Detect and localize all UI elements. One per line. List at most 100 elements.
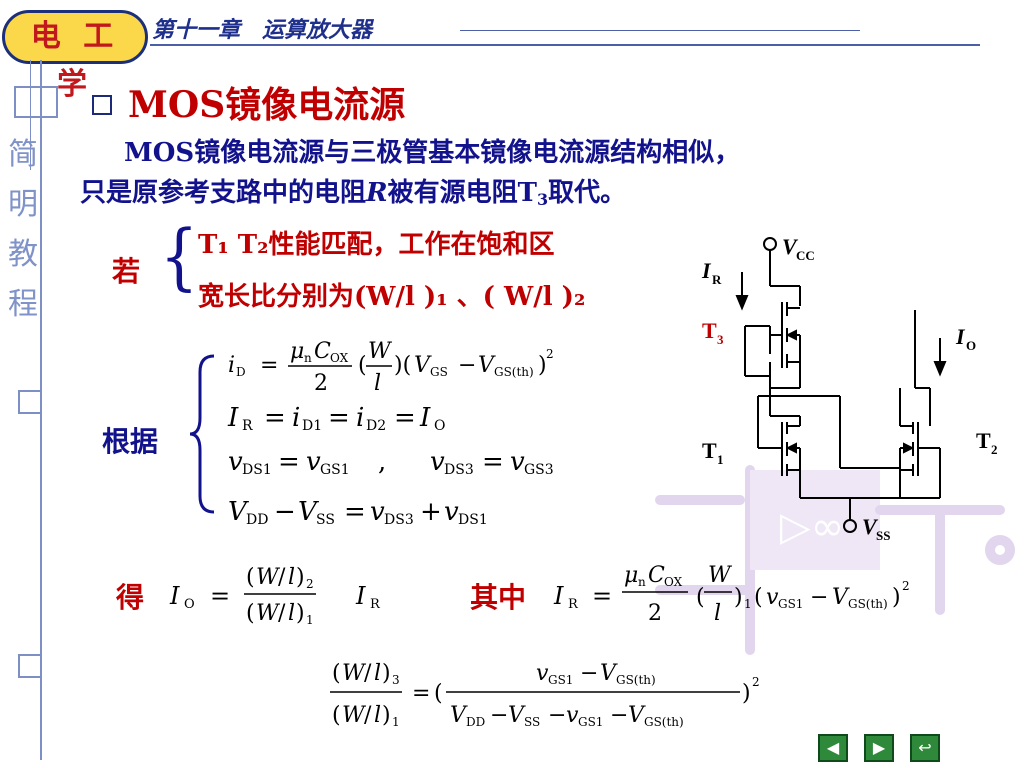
- svg-text:V: V: [600, 661, 618, 686]
- svg-text:▷∞: ▷∞: [780, 504, 844, 550]
- svg-text:2: 2: [306, 577, 314, 591]
- svg-text:GS1: GS1: [778, 597, 803, 611]
- svg-text:−: −: [274, 497, 296, 527]
- svg-text:V: V: [832, 585, 850, 610]
- svg-text:): ): [742, 681, 751, 706]
- de-label: 得: [116, 581, 145, 614]
- svg-text:l: l: [288, 601, 295, 626]
- svg-text:GS1: GS1: [548, 673, 573, 687]
- svg-text:=: =: [328, 403, 350, 433]
- io-label: I: [955, 324, 966, 349]
- svg-text:DS1: DS1: [458, 512, 488, 528]
- svg-text:=: =: [482, 447, 504, 477]
- svg-text:I: I: [355, 582, 366, 610]
- svg-text:2: 2: [902, 579, 910, 593]
- svg-text:I: I: [553, 582, 564, 610]
- svg-text:O: O: [434, 418, 445, 434]
- sidebar-decor-box-2: [18, 390, 42, 414]
- condition-line-1: T₁ T₂性能匹配，工作在饱和区: [198, 230, 555, 260]
- svg-text:i: i: [292, 403, 300, 433]
- next-button[interactable]: ▶: [864, 734, 894, 762]
- io-label-sub: O: [966, 338, 976, 353]
- svg-text:O: O: [184, 597, 195, 612]
- svg-text:SS: SS: [524, 715, 540, 729]
- svg-text:−: −: [490, 703, 508, 728]
- brace-basis-icon: [189, 354, 215, 514]
- svg-text:2: 2: [752, 675, 760, 689]
- basis-label: 根据: [102, 425, 159, 458]
- svg-text:): ): [296, 565, 305, 590]
- svg-text:(: (: [696, 585, 705, 610]
- logo: 电 工 学: [2, 10, 148, 102]
- svg-text:(: (: [246, 601, 255, 626]
- vcc-label-sub: CC: [796, 248, 815, 263]
- svg-text:DS1: DS1: [242, 462, 272, 478]
- svg-text:−: −: [610, 703, 628, 728]
- chapter-title: 第十一章 运算放大器: [152, 18, 373, 43]
- svg-text:GS(th): GS(th): [644, 715, 684, 729]
- ir-label-sub: R: [712, 272, 722, 287]
- sidebar-decor-box: [14, 86, 58, 118]
- bullet-square-icon: [92, 95, 112, 115]
- svg-text:): ): [382, 703, 391, 728]
- svg-text:GS(th): GS(th): [494, 365, 534, 379]
- svg-text:D1: D1: [302, 418, 322, 434]
- sidebar-vertical-text: 简 明 教 程: [6, 130, 40, 330]
- svg-text:1: 1: [392, 715, 400, 729]
- intro-line-2: 只是原参考支路中的电阻R被有源电阻T3取代。: [80, 178, 627, 209]
- svg-text:)(: )(: [394, 353, 411, 378]
- svg-text:W: W: [368, 339, 393, 364]
- header-rule-2: [460, 30, 860, 31]
- svg-text:=: =: [344, 497, 366, 527]
- svg-text:): ): [892, 585, 901, 610]
- svg-text:W: W: [342, 661, 367, 686]
- sidebar-rule-2: [30, 60, 31, 170]
- svg-text:l: l: [374, 371, 381, 396]
- svg-text:2: 2: [546, 347, 554, 361]
- svg-text:I: I: [169, 582, 180, 610]
- svg-text:V: V: [450, 703, 468, 728]
- svg-text:l: l: [288, 565, 295, 590]
- svg-text:DD: DD: [246, 512, 268, 528]
- svg-text:=: =: [278, 447, 300, 477]
- svg-text:R: R: [568, 597, 579, 612]
- svg-text:D2: D2: [366, 418, 386, 434]
- svg-text:I: I: [419, 403, 431, 433]
- svg-text:(: (: [434, 681, 443, 706]
- svg-text:SS: SS: [316, 512, 335, 528]
- svg-text:l: l: [374, 703, 381, 728]
- svg-text:1: 1: [306, 613, 314, 627]
- vss-label: V: [862, 514, 879, 539]
- svg-text:): ): [734, 585, 743, 610]
- svg-text:i: i: [228, 353, 235, 378]
- sidebar-char: 简: [8, 137, 38, 172]
- return-button[interactable]: ↩: [910, 734, 940, 762]
- svg-text:n: n: [304, 351, 312, 365]
- svg-text:v: v: [370, 497, 385, 527]
- svg-text:μ: μ: [290, 339, 304, 364]
- svg-text:V: V: [414, 353, 432, 378]
- prev-button[interactable]: ◀: [818, 734, 848, 762]
- background-decoration: ▷∞: [655, 465, 1015, 655]
- svg-text:V: V: [478, 353, 496, 378]
- svg-text:): ): [538, 353, 547, 378]
- ir-label: I: [701, 258, 712, 283]
- svg-text:/: /: [364, 703, 372, 728]
- svg-text:−: −: [580, 661, 598, 686]
- svg-text:): ): [382, 661, 391, 686]
- svg-text:(: (: [246, 565, 255, 590]
- svg-text:=: =: [412, 681, 430, 706]
- section-title: MOS镜像电流源: [92, 76, 405, 128]
- svg-text:/: /: [364, 661, 372, 686]
- condition-lead: 若: [112, 255, 141, 288]
- t1-label: T: [702, 438, 717, 463]
- svg-text:W: W: [256, 601, 281, 626]
- sidebar-decor-box-3: [18, 654, 42, 678]
- vcc-label: V: [782, 234, 799, 259]
- svg-text:2: 2: [648, 601, 662, 626]
- svg-text:=: =: [394, 403, 416, 433]
- svg-text:l: l: [714, 601, 721, 626]
- svg-text:v: v: [536, 661, 549, 686]
- qizhong-label: 其中: [470, 581, 527, 614]
